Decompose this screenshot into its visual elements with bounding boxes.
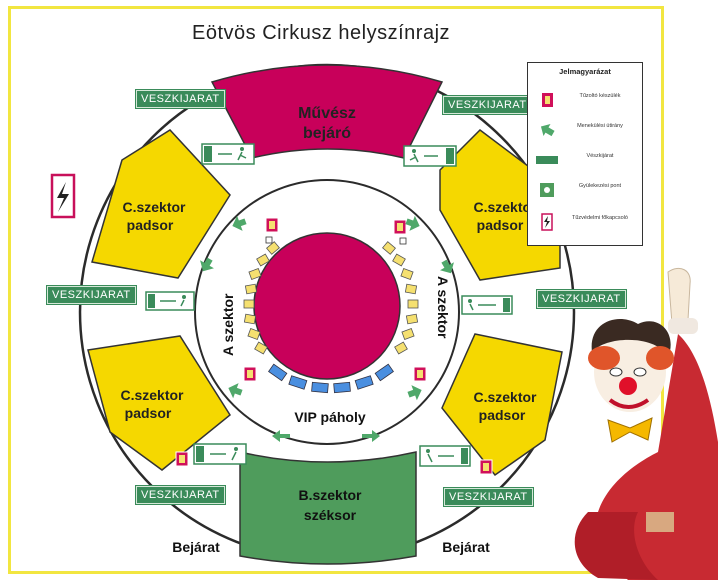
exit-running-sign-icon [145,291,195,311]
exit-running-sign-icon [419,445,471,467]
c-sector-tr-label-1: C.szektor [473,199,537,215]
b-sector-label-1: B.szektor [298,487,362,503]
main-power-switch-icon [541,213,553,231]
emergency-exit-sign-left: VESZKIJARAT [47,286,136,304]
legend-label: Vészkijárat [586,153,614,159]
legend-item: Gyülekezési pont [534,179,638,205]
emergency-exit-sign-icon [536,156,558,164]
legend-item: Tűzoltó készülék [534,89,638,115]
a-sector-right-label: A szektor [435,276,451,339]
fire-extinguisher-icon [413,366,427,382]
assembly-point-marker [265,236,273,244]
entrance-left-label: Bejárat [172,539,220,555]
fire-extinguisher-icon [393,219,407,235]
exit-running-sign-icon [403,145,457,167]
a-sector-right-seats [382,241,419,355]
legend-item: Vészkijárat [534,149,638,175]
vip-seats [268,363,394,394]
fire-extinguisher-icon [243,366,257,382]
c-sector-tl-label-2: padsor [127,217,174,233]
main-power-switch-icon [50,173,76,219]
artist-entrance-label-1: Művész [298,105,356,122]
c-sector-bottom-left [87,335,231,471]
emergency-exit-sign-right: VESZKIJARAT [537,290,626,308]
escape-route-arrows [200,215,454,442]
legend-title: Jelmagyarázat [559,67,611,76]
a-sector-left-label: A szektor [220,293,236,356]
exit-running-sign-icon [461,295,513,315]
a-sector-left-seats [243,241,280,355]
arena [253,232,401,380]
c-sector-br-label-1: C.szektor [473,389,537,405]
fire-extinguisher-icon [479,459,493,475]
emergency-exit-sign-top-right: VESZKIJARAT [443,96,532,114]
c-sector-br-label-2: padsor [479,407,526,423]
legend-label: Gyülekezési pont [578,183,622,189]
legend-item: Tűzvédelmi főkapcsoló [534,211,638,237]
exit-running-sign-icon [201,143,255,165]
legend-label: Tűzoltó készülék [579,93,621,99]
exit-running-sign-icon [193,443,247,465]
legend-box: Jelmagyarázat Tűzoltó készülék Menekülés… [527,62,643,246]
fire-extinguisher-icon [265,217,279,233]
assembly-point-icon [540,183,554,197]
c-sector-tl-label-1: C.szektor [122,199,186,215]
b-sector [239,451,417,565]
legend-label: Tűzvédelmi főkapcsoló [572,215,628,221]
clown-illustration [574,268,718,580]
emergency-exit-sign-top-left: VESZKIJARAT [136,90,225,108]
vip-box-label: VIP páholy [294,409,366,425]
emergency-exit-sign-bottom-left: VESZKIJARAT [136,486,225,504]
artist-entrance-area [210,64,444,159]
c-sector-bottom-right [441,333,563,477]
entrance-right-label: Bejárat [442,539,490,555]
fire-extinguisher-icon [175,451,189,467]
b-sector-label-2: széksor [304,507,357,523]
fire-extinguisher-icon [542,93,553,107]
page-title: Eötvös Cirkusz helyszínrajz [192,22,451,44]
c-sector-tr-label-2: padsor [477,217,524,233]
emergency-exit-sign-bottom-right: VESZKIJARAT [444,488,533,506]
c-sector-bl-label-1: C.szektor [120,387,184,403]
legend-label: Menekülési útirány [577,123,623,129]
c-sector-top-left [91,129,231,279]
artist-entrance-label-2: bejáró [303,125,351,142]
escape-route-arrow-icon [540,123,555,137]
assembly-point-marker [399,237,407,245]
c-sector-bl-label-2: padsor [125,405,172,421]
legend-item: Menekülési útirány [534,119,638,145]
